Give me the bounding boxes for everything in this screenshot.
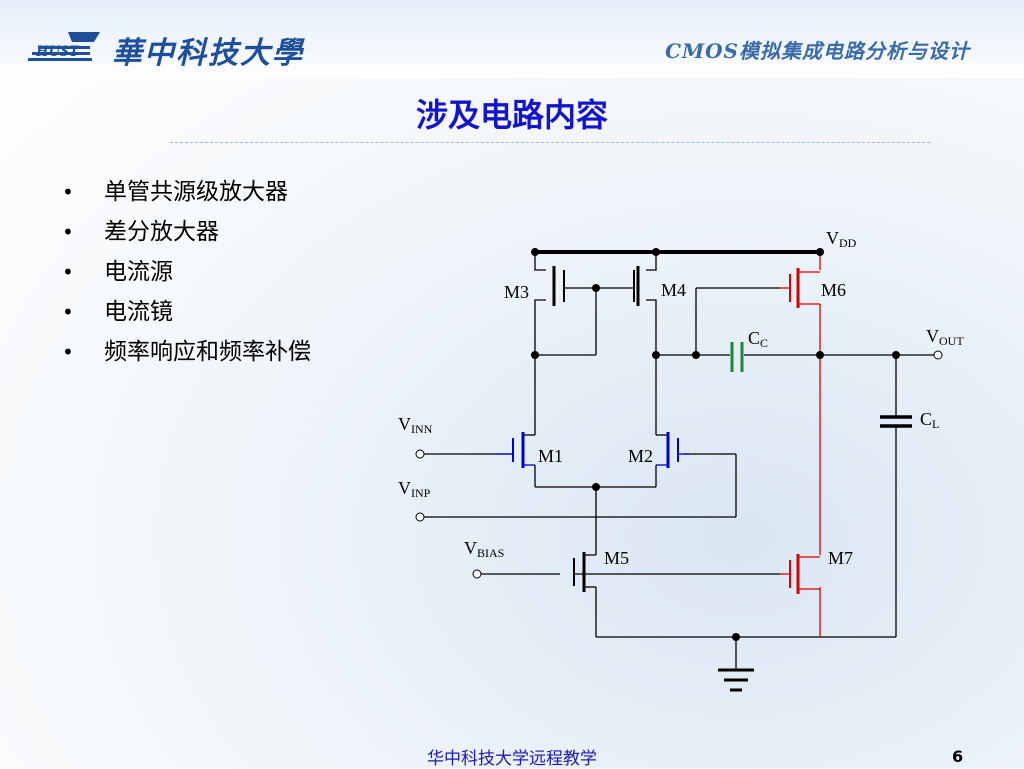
bullet-list: • 单管共源级放大器 • 差分放大器 • 电流源 • 电流镜 • 频率响应和频率补偿 bbox=[60, 172, 311, 372]
bullet-text: 差分放大器 bbox=[104, 219, 219, 245]
bullet-icon: • bbox=[62, 300, 74, 324]
m5-transistor-icon bbox=[573, 552, 596, 592]
list-item: • 电流源 bbox=[60, 252, 311, 292]
terminals bbox=[415, 350, 943, 579]
m3-transistor-icon bbox=[552, 266, 565, 306]
slide-header: HUST 華中科技大學 CMOS模拟集成电路分析与设计 bbox=[0, 0, 1024, 78]
bullet-text: 电流源 bbox=[104, 259, 173, 285]
m5-label: M5 bbox=[604, 548, 629, 568]
m1-transistor-icon bbox=[496, 432, 535, 468]
opamp-schematic: VDD VOUT CC CL VINN VINP VBIAS M3 M4 M6 … bbox=[398, 228, 964, 692]
bullet-icon: • bbox=[62, 180, 74, 204]
list-item: • 频率响应和频率补偿 bbox=[60, 332, 311, 372]
m6-label: M6 bbox=[821, 280, 846, 300]
m7-transistor-icon bbox=[789, 554, 820, 594]
school-name: 華中科技大學 bbox=[112, 36, 304, 71]
vbias-label: VBIAS bbox=[464, 538, 504, 560]
vbias-terminal-icon bbox=[472, 569, 482, 579]
footer-text: 华中科技大学远程教学 bbox=[427, 749, 597, 769]
m6-transistor-icon bbox=[789, 268, 820, 308]
ground-icon bbox=[718, 668, 754, 692]
junction-dots bbox=[531, 248, 900, 641]
hust-logo-icon: HUST bbox=[28, 32, 100, 61]
load-capacitor-icon bbox=[880, 415, 912, 428]
m1-label: M1 bbox=[538, 446, 563, 466]
circuit-labels: VDD VOUT CC CL VINN VINP VBIAS M3 M4 M6 … bbox=[398, 228, 964, 568]
bullet-text: 单管共源级放大器 bbox=[104, 179, 288, 205]
list-item: • 差分放大器 bbox=[60, 212, 311, 252]
list-item: • 单管共源级放大器 bbox=[60, 172, 311, 212]
output-stage-wires bbox=[780, 252, 821, 637]
m4-label: M4 bbox=[661, 280, 686, 300]
vout-label: VOUT bbox=[926, 326, 964, 348]
cc-label: CC bbox=[748, 328, 768, 350]
m7-label: M7 bbox=[828, 548, 853, 568]
bullet-icon: • bbox=[62, 340, 74, 364]
m4-transistor-icon bbox=[633, 266, 640, 306]
vdd-label: VDD bbox=[826, 228, 857, 250]
vout-terminal-icon bbox=[933, 350, 943, 360]
title-divider bbox=[170, 142, 930, 143]
m2-transistor-icon bbox=[656, 432, 690, 468]
bullet-icon: • bbox=[62, 220, 74, 244]
cl-label: CL bbox=[920, 409, 939, 431]
wires bbox=[423, 250, 937, 670]
compensation-capacitor-icon bbox=[730, 342, 744, 372]
slide-title: 涉及电路内容 bbox=[415, 96, 608, 134]
logo-text: HUST bbox=[35, 43, 80, 60]
bullet-text: 电流镜 bbox=[104, 299, 173, 325]
course-title: CMOS模拟集成电路分析与设计 bbox=[665, 39, 970, 63]
vinn-label: VINN bbox=[398, 414, 433, 436]
page-number: 6 bbox=[952, 747, 964, 766]
vinp-terminal-icon bbox=[415, 512, 425, 522]
m3-label: M3 bbox=[504, 282, 529, 302]
bullet-icon: • bbox=[62, 260, 74, 284]
m2-label: M2 bbox=[628, 446, 653, 466]
list-item: • 电流镜 bbox=[60, 292, 311, 332]
vinn-terminal-icon bbox=[415, 449, 425, 459]
vinp-label: VINP bbox=[398, 478, 431, 500]
bullet-text: 频率响应和频率补偿 bbox=[104, 339, 311, 365]
